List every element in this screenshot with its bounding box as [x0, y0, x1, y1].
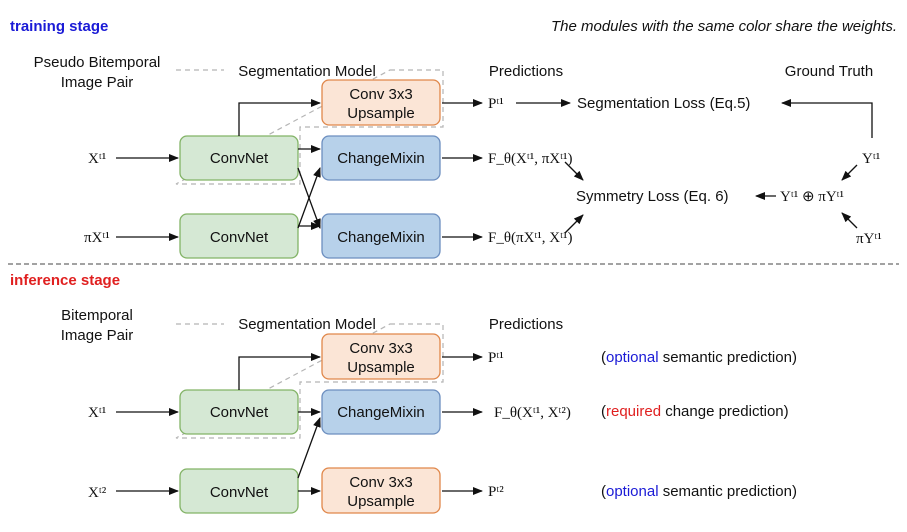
convnet-label: ConvNet	[210, 404, 269, 421]
training-changemixin-box-2: ChangeMixin	[321, 213, 441, 259]
required-highlight: required	[606, 403, 661, 420]
conv-label: Conv 3x3	[349, 340, 412, 357]
inference-convnet-box-1: ConvNet	[179, 389, 299, 435]
gt-y: Yᵗ¹	[862, 151, 880, 167]
segmentation-loss-label: Segmentation Loss (Eq.5)	[577, 95, 750, 112]
training-conv-upsample-box: Conv 3x3 Upsample	[321, 79, 441, 126]
edge-convnet-conv	[238, 99, 321, 136]
desc-rest: semantic prediction)	[659, 483, 797, 500]
desc-rest: change prediction)	[661, 403, 789, 420]
changemixin-label: ChangeMixin	[337, 229, 425, 246]
inference-conv-upsample-box-bottom: Conv 3x3 Upsample	[321, 467, 441, 514]
inference-pred-seg-2: Pᵗ²	[488, 484, 504, 500]
training-input-2: πXᵗ¹	[84, 230, 110, 246]
inference-input-header-line2: Image Pair	[61, 327, 134, 344]
changemixin-label: ChangeMixin	[337, 404, 425, 421]
inference-model-header: Segmentation Model	[238, 316, 376, 333]
gt-pi-y: πYᵗ¹	[856, 231, 882, 247]
gt-xor: Yᵗ¹ ⊕ πYᵗ¹	[780, 189, 844, 205]
inference-predictions-header: Predictions	[489, 316, 563, 333]
convnet-label: ConvNet	[210, 484, 269, 501]
paren: (	[601, 483, 606, 500]
training-input-1: Xᵗ¹	[88, 151, 106, 167]
symmetry-loss-label: Symmetry Loss (Eq. 6)	[576, 188, 729, 205]
convnet-label: ConvNet	[210, 150, 269, 167]
inference-desc-2: (required change prediction)	[601, 403, 789, 420]
convnet-label: ConvNet	[210, 229, 269, 246]
edge-gt1-xor	[841, 164, 858, 181]
edge-gt2-xor	[841, 212, 858, 229]
inference-pred-seg-1: Pᵗ¹	[488, 350, 504, 366]
inference-desc-1: (optional semantic prediction)	[601, 349, 797, 366]
upsample-label: Upsample	[347, 105, 415, 122]
shared-weights-note: The modules with the same color share th…	[551, 18, 897, 35]
inference-convnet-box-2: ConvNet	[179, 468, 299, 514]
ground-truth-header: Ground Truth	[785, 63, 873, 80]
optional-highlight: optional	[606, 483, 659, 500]
edge-convnet2-mixin1-cross	[297, 167, 321, 229]
training-input-header-line2: Image Pair	[61, 74, 134, 91]
training-stage-label: training stage	[10, 18, 108, 35]
training-changemixin-box-1: ChangeMixin	[321, 135, 441, 181]
optional-highlight: optional	[606, 349, 659, 366]
training-predictions-header: Predictions	[489, 63, 563, 80]
paren: (	[601, 349, 606, 366]
edge-pred1-symloss	[564, 161, 584, 181]
training-pred-change-2: F_θ(πXᵗ¹, Xᵗ¹)	[488, 230, 573, 246]
training-model-group-border	[175, 69, 444, 185]
inference-changemixin-box: ChangeMixin	[321, 389, 441, 435]
conv-label: Conv 3x3	[349, 474, 412, 491]
inference-input-2: Xᵗ²	[88, 485, 107, 501]
edge-pred2-symloss	[564, 214, 584, 234]
upsample-label: Upsample	[347, 493, 415, 510]
inference-input-header-line1: Bitemporal	[61, 307, 133, 324]
inference-conv-upsample-box-top: Conv 3x3 Upsample	[321, 333, 441, 380]
training-convnet-box-2: ConvNet	[179, 213, 299, 259]
conv-label: Conv 3x3	[349, 86, 412, 103]
paren: (	[601, 403, 606, 420]
training-convnet-box-1: ConvNet	[179, 135, 299, 181]
desc-rest: semantic prediction)	[659, 349, 797, 366]
inference-model-group-border	[175, 323, 444, 439]
edge-gt-segloss	[781, 99, 873, 138]
inference-stage-label: inference stage	[10, 272, 120, 289]
training-pred-seg: Pᵗ¹	[488, 96, 504, 112]
inference-pred-change: F_θ(Xᵗ¹, Xᵗ²)	[494, 405, 571, 421]
training-pred-change-1: F_θ(Xᵗ¹, πXᵗ¹)	[488, 151, 573, 167]
training-input-header-line1: Pseudo Bitemporal	[34, 54, 161, 71]
edge-inf-convnet-conv	[238, 353, 321, 390]
changemixin-label: ChangeMixin	[337, 150, 425, 167]
edge-inf-convnet2-mixin	[297, 417, 321, 479]
inference-desc-3: (optional semantic prediction)	[601, 483, 797, 500]
upsample-label: Upsample	[347, 359, 415, 376]
training-model-header: Segmentation Model	[238, 63, 376, 80]
inference-input-1: Xᵗ¹	[88, 405, 106, 421]
